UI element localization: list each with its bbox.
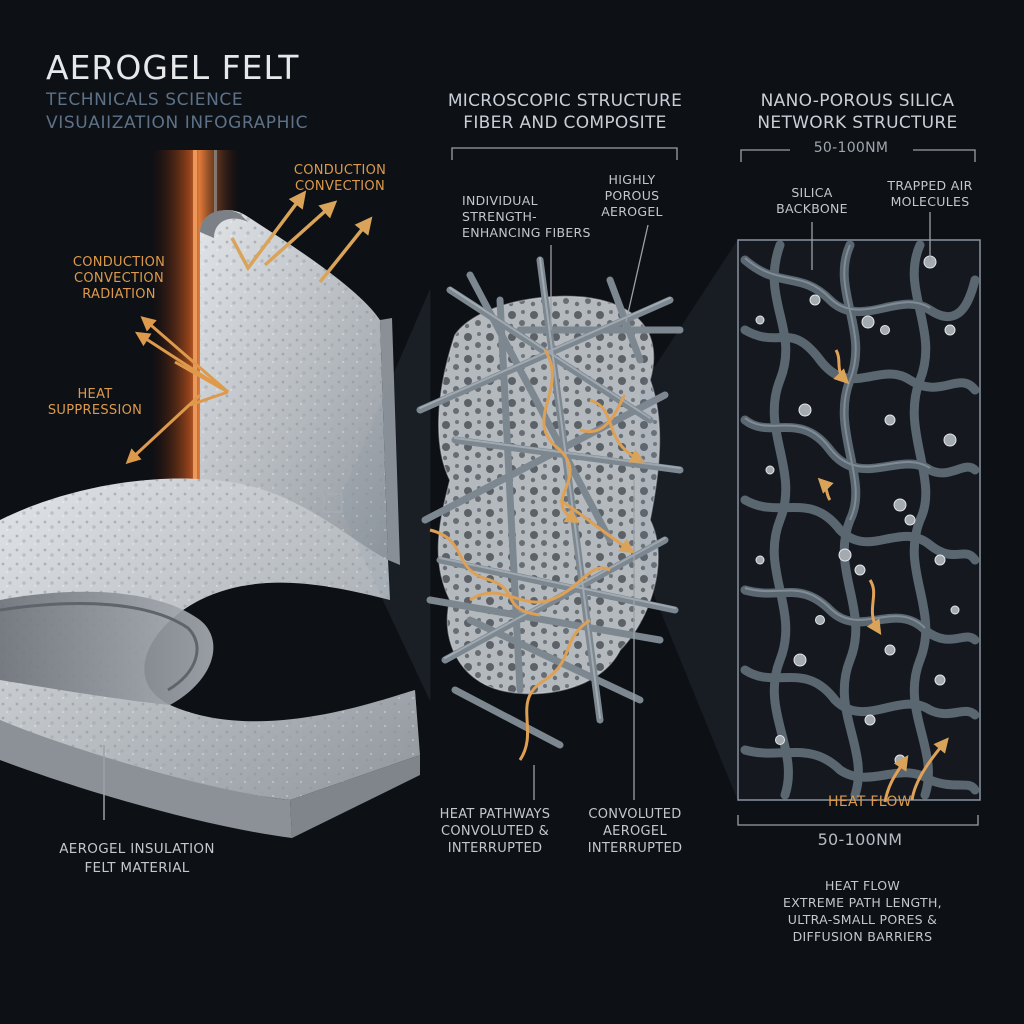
zoom-connector-1 (341, 289, 431, 701)
aerogel-felt-sheet (0, 210, 420, 838)
heat-arrows-top-right (230, 190, 373, 284)
heat-paths-middle (429, 349, 646, 761)
right-leaders (737, 149, 979, 826)
trapped-air-molecules (755, 255, 960, 766)
page-title: AEROGEL FELT (46, 48, 300, 87)
middle-leaders (451, 147, 678, 800)
label-heat-flow: HEAT FLOW (828, 794, 912, 810)
dimension-bottom: 50-100nm (817, 830, 903, 849)
heat-arrows-left (125, 316, 229, 465)
dimension-top: 50-100nm (813, 140, 889, 156)
subtitle-line-2: VISUAIIZATION INFOGRAPHIC (46, 113, 309, 133)
zoom-marker (323, 493, 343, 513)
silica-network-panel (737, 239, 981, 803)
subtitle-line-1: TECHNICALS SCIENCE (46, 90, 244, 110)
fiber-highlights (419, 257, 681, 719)
heat-flow-arrows (817, 349, 949, 803)
zoom-connector-2 (639, 238, 739, 801)
